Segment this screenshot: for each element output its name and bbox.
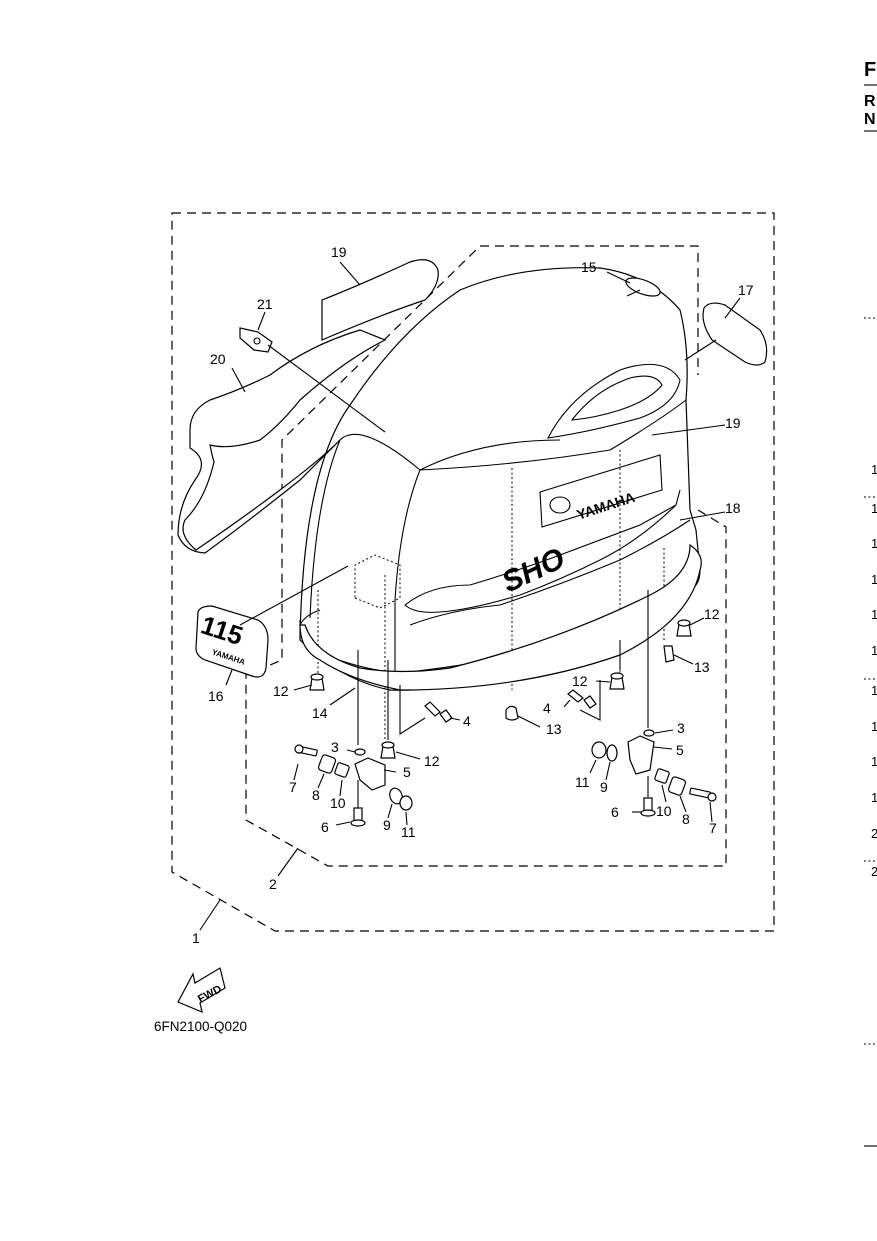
label-part-2: 2 [269, 876, 277, 892]
label-part-13: 13 [694, 659, 710, 675]
side-decal-20 [177, 329, 387, 554]
boundary-assembly-2 [245, 245, 727, 867]
label-part-10: 10 [330, 795, 346, 811]
bracket-assembly-left [294, 744, 413, 827]
fwd-arrow: FWD [177, 967, 226, 1013]
boundary-assembly-1 [171, 212, 775, 932]
label-part-3: 3 [331, 739, 339, 755]
label-part-11: 11 [401, 824, 416, 840]
label-part-12: 12 [273, 683, 289, 699]
label-part-6: 6 [321, 819, 329, 835]
rubber-seal [299, 543, 702, 691]
label-part-11: 11 [575, 774, 590, 790]
side-item: 1 [871, 462, 877, 477]
side-column: 1 1 1 1 1 1 1 1 1 1 2 2 [864, 317, 877, 1147]
label-part-17: 17 [738, 282, 754, 298]
bracket-assembly-right [591, 729, 717, 817]
side-item: 1 [871, 790, 877, 805]
label-part-21: 21 [257, 296, 273, 312]
label-part-19: 19 [331, 244, 347, 260]
label-part-14: 14 [312, 705, 328, 721]
side-item: 1 [871, 607, 877, 622]
label-part-4: 4 [463, 713, 471, 729]
label-part-12: 12 [704, 606, 720, 622]
diagram-code: 6FN2100-Q020 [154, 1019, 247, 1034]
label-part-9: 9 [600, 779, 608, 795]
label-part-7: 7 [289, 779, 297, 795]
label-part-1: 1 [192, 930, 200, 946]
side-item: 1 [871, 719, 877, 734]
label-part-9: 9 [383, 817, 391, 833]
dampers-13 [505, 645, 675, 721]
header-letters: F R N [864, 59, 877, 132]
label-part-13: 13 [546, 721, 562, 737]
assembly-boundaries [171, 212, 775, 932]
side-item: 1 [871, 754, 877, 769]
label-part-7: 7 [709, 820, 717, 836]
header-letter-1: F [864, 59, 876, 81]
hook-21 [239, 327, 273, 353]
model-decal-16: 115 YAMAHA [195, 605, 269, 678]
label-part-10: 10 [656, 803, 672, 819]
label-part-8: 8 [312, 787, 320, 803]
side-item: 2 [871, 864, 877, 879]
leader-lines [199, 261, 741, 931]
label-part-5: 5 [403, 764, 411, 780]
side-item: 1 [871, 683, 877, 698]
label-part-15: 15 [581, 259, 597, 275]
side-item: 1 [871, 536, 877, 551]
label-part-12: 12 [424, 753, 440, 769]
label-part-4: 4 [543, 700, 551, 716]
plate-17 [702, 302, 768, 366]
side-item: 1 [871, 643, 877, 658]
side-item: 1 [871, 572, 877, 587]
label-part-18: 18 [725, 500, 741, 516]
label-part-3: 3 [677, 720, 685, 736]
side-item: 1 [871, 501, 877, 516]
label-part-6: 6 [611, 804, 619, 820]
side-item: 2 [871, 826, 877, 841]
label-part-19: 19 [725, 415, 741, 431]
top-cowling: SHO YAMAHA [299, 267, 701, 740]
label-part-20: 20 [210, 351, 226, 367]
grommets-12 [309, 619, 692, 759]
header-letter-2: R [864, 93, 876, 110]
header-letter-3: N [864, 111, 876, 128]
label-part-16: 16 [208, 688, 224, 704]
label-part-5: 5 [676, 742, 684, 758]
part-labels: 1 2 3 3 4 4 5 5 6 6 7 7 8 8 9 9 10 10 11… [192, 244, 754, 946]
decal-19-upper [321, 259, 439, 341]
label-part-12: 12 [572, 673, 588, 689]
label-part-8: 8 [682, 811, 690, 827]
